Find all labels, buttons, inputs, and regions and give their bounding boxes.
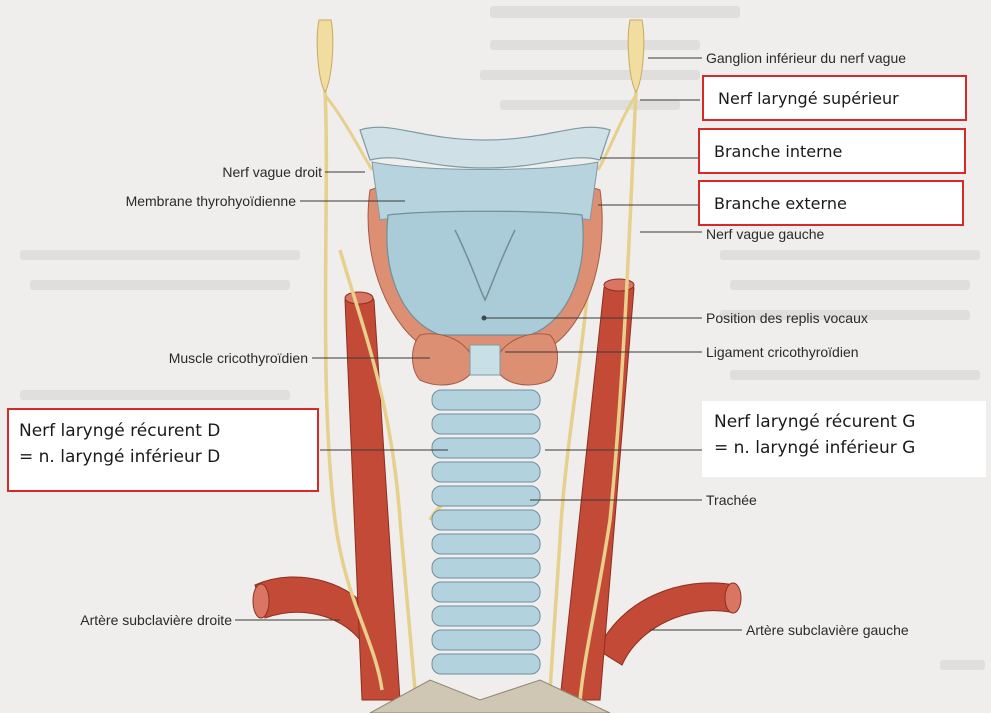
callout-nerf-larynge-superieur: Nerf laryngé supérieur [702, 75, 967, 121]
callout-nerf-larynge-superieur-text: Nerf laryngé supérieur [718, 87, 951, 111]
callout-branche-interne: Branche interne [698, 128, 966, 174]
label-artere-subclaviere-droite: Artère subclavière droite [20, 612, 232, 628]
callout-recurrent-droit-line1: Nerf laryngé récurent D [19, 418, 307, 444]
label-membrane-thyrohyoidienne: Membrane thyrohyoïdienne [98, 193, 296, 209]
label-nerf-vague-droit: Nerf vague droit [160, 164, 322, 180]
callout-recurrent-gauche-line2: = n. laryngé inférieur G [714, 435, 974, 461]
label-ligament-cricothyroidien: Ligament cricothyroïdien [706, 344, 859, 360]
callout-recurrent-gauche-line1: Nerf laryngé récurent G [714, 409, 974, 435]
callout-branche-interne-text: Branche interne [714, 140, 950, 164]
callout-branche-externe: Branche externe [698, 180, 964, 226]
label-ganglion-inferieur: Ganglion inférieur du nerf vague [706, 50, 906, 66]
label-artere-subclaviere-gauche: Artère subclavière gauche [746, 622, 909, 638]
callout-recurrent-droit-line2: = n. laryngé inférieur D [19, 444, 307, 470]
label-nerf-vague-gauche: Nerf vague gauche [706, 226, 824, 242]
callout-branche-externe-text: Branche externe [714, 192, 948, 216]
label-trachee: Trachée [706, 492, 757, 508]
label-position-replis-vocaux: Position des replis vocaux [706, 310, 868, 326]
label-muscle-cricothyroidien: Muscle cricothyroïdien [110, 350, 308, 366]
callout-recurrent-gauche: Nerf laryngé récurent G = n. laryngé inf… [702, 401, 986, 477]
callout-recurrent-droit: Nerf laryngé récurent D = n. laryngé inf… [7, 408, 319, 492]
